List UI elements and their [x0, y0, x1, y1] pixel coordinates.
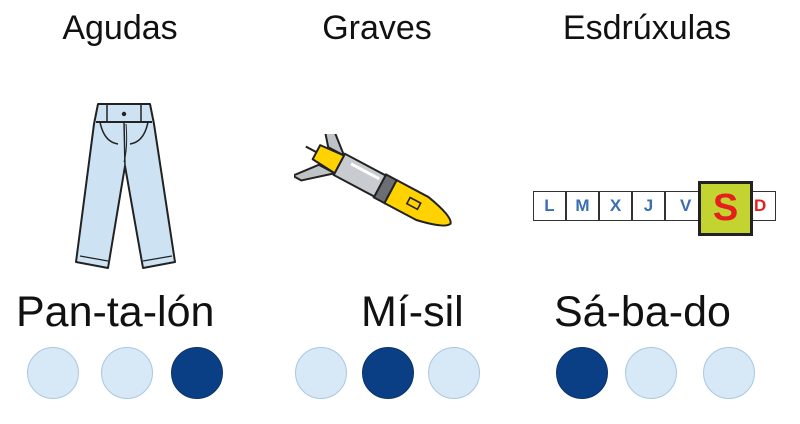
stressed-syllable-dot: [362, 347, 414, 399]
calendar-day-j: J: [632, 191, 665, 221]
word-misil: Mí-sil: [361, 288, 464, 336]
unstressed-syllable-dot: [625, 347, 677, 399]
calendar-day-m: M: [566, 191, 599, 221]
stressed-syllable-dot: [171, 347, 223, 399]
jeans-icon: [75, 103, 176, 269]
unstressed-syllable-dot: [295, 347, 347, 399]
calendar-day-v: V: [665, 191, 701, 221]
unstressed-syllable-dot: [703, 347, 755, 399]
calendar-day-d: D: [750, 191, 776, 221]
heading-graves: Graves: [322, 9, 432, 47]
calendar-day-x: X: [599, 191, 632, 221]
heading-esdrujulas: Esdrúxulas: [562, 9, 732, 47]
unstressed-syllable-dot: [27, 347, 79, 399]
unstressed-syllable-dot: [101, 347, 153, 399]
calendar-day-l: L: [533, 191, 566, 221]
heading-agudas: Agudas: [62, 9, 178, 47]
calendar-day-s-highlight: S: [698, 181, 753, 236]
stressed-syllable-dot: [556, 347, 608, 399]
unstressed-syllable-dot: [428, 347, 480, 399]
missile-icon: [294, 134, 452, 227]
word-sabado: Sá-ba-do: [554, 288, 731, 336]
word-pantalon: Pan-ta-lón: [16, 288, 215, 336]
